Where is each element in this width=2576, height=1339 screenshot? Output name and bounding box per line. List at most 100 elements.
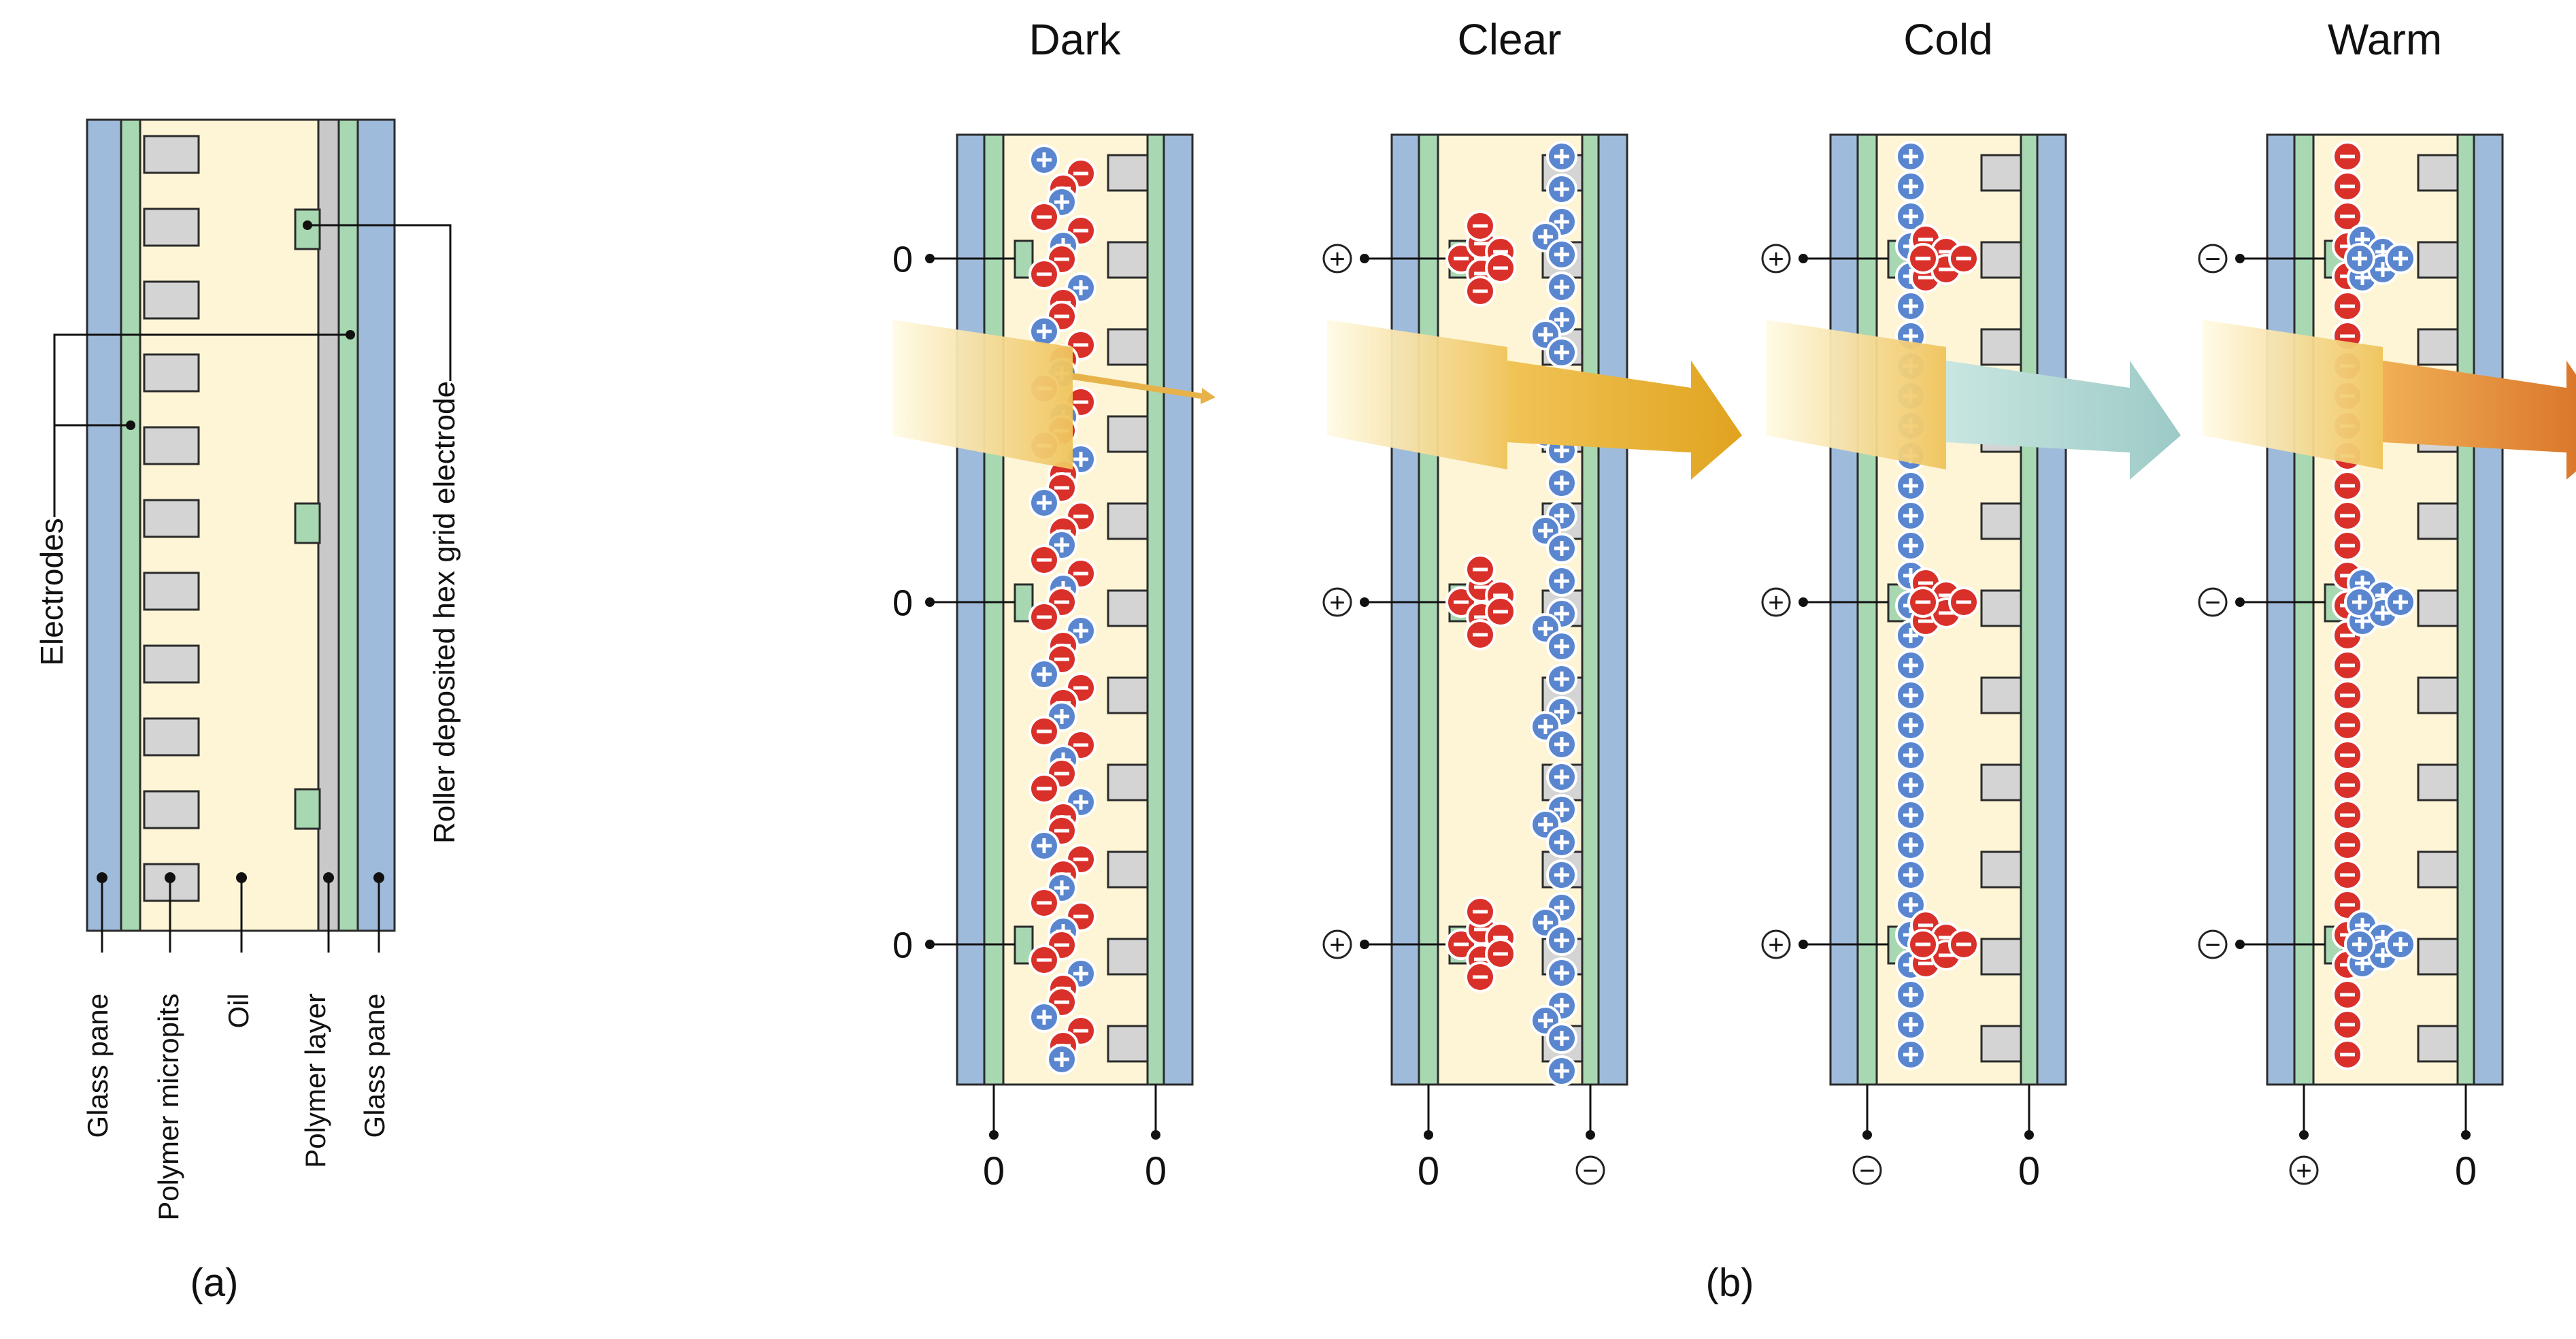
micropit xyxy=(143,208,200,247)
electrode-layer-left xyxy=(2293,133,2315,1086)
glass-pane-left-shape xyxy=(1390,133,1420,1086)
cell-title: Cold xyxy=(1903,15,1993,64)
micropit xyxy=(143,644,200,684)
cell-cold: Cold+++−0 xyxy=(1761,15,2181,1193)
micropit xyxy=(1107,415,1149,453)
label-polymer-layer: Polymer layer xyxy=(299,993,331,1168)
micropit xyxy=(2417,676,2459,714)
incoming-light-block xyxy=(1327,320,1507,469)
leader-line-hex xyxy=(307,224,452,381)
glass-pane-right-shape xyxy=(2473,133,2504,1086)
micropit xyxy=(1107,850,1149,889)
electrode-layer-right xyxy=(2456,133,2475,1086)
voltage-label: 0 xyxy=(983,1149,1005,1193)
micropit xyxy=(143,499,200,538)
hex-grid-electrode-block xyxy=(1014,239,1034,279)
lead-dot xyxy=(2299,1130,2309,1140)
micropit xyxy=(1107,328,1149,366)
micropit xyxy=(1107,763,1149,801)
lead-dot xyxy=(1799,254,1808,263)
micropit xyxy=(1980,938,2022,976)
lead-dot xyxy=(2461,1130,2471,1140)
voltage-label: + xyxy=(1329,244,1345,274)
micropit xyxy=(143,353,200,393)
panel-a: Electrodes Roller deposited hex grid ele… xyxy=(34,118,461,1305)
glass-pane-right-shape xyxy=(2036,133,2067,1086)
label-hex-grid-electrode: Roller deposited hex grid electrode xyxy=(428,381,461,844)
voltage-label: + xyxy=(1768,930,1784,960)
micropit xyxy=(1980,850,2022,889)
voltage-symbol-ring xyxy=(1761,587,1791,617)
voltage-symbol-ring xyxy=(1575,1155,1605,1185)
micropit xyxy=(1980,763,2022,801)
lead-dot xyxy=(1360,254,1369,263)
micropit xyxy=(143,426,200,465)
micropit xyxy=(1107,676,1149,714)
cell-warm: Warm−−−+0 xyxy=(2198,15,2576,1193)
incoming-light-block xyxy=(1766,320,1946,469)
caption-b: (b) xyxy=(1706,1261,1754,1305)
micropit xyxy=(2417,850,2459,889)
micropit xyxy=(143,135,200,174)
electrode-layer-left xyxy=(983,133,1005,1086)
voltage-label: 0 xyxy=(892,925,913,965)
voltage-label: + xyxy=(1329,930,1345,960)
lead-dot xyxy=(925,597,935,607)
electrode-layer-right xyxy=(1146,133,1165,1086)
voltage-label: − xyxy=(2205,930,2220,960)
label-polymer-micropits: Polymer micropits xyxy=(152,993,184,1221)
particles xyxy=(2332,141,2416,1070)
light-arrow xyxy=(1766,320,2181,480)
lead-dot xyxy=(1862,1130,1872,1140)
transmitted-arrow-cold xyxy=(1946,361,2181,480)
voltage-symbol-ring xyxy=(1761,929,1791,959)
voltage-symbol-ring xyxy=(2198,587,2228,617)
micropit xyxy=(1107,1025,1149,1063)
glass-pane-right-shape xyxy=(356,118,396,932)
lead-dot xyxy=(2235,940,2245,949)
micropit xyxy=(1980,154,2022,192)
voltage-symbol-ring xyxy=(1761,244,1791,274)
light-arrow xyxy=(2203,320,2576,480)
glass-pane-right-shape xyxy=(1162,133,1194,1086)
hex-grid-electrode-block xyxy=(294,502,321,544)
incoming-light-block xyxy=(2203,320,2383,469)
transmitted-arrow-thin xyxy=(1073,373,1216,404)
caption-a: (a) xyxy=(190,1261,239,1305)
lead-dot xyxy=(1799,597,1808,607)
micropit xyxy=(2417,938,2459,976)
label-electrodes: Electrodes xyxy=(34,518,69,665)
lead-dot xyxy=(1151,1130,1160,1140)
leader-line-electrodes xyxy=(53,333,350,517)
micropit xyxy=(143,280,200,320)
micropit xyxy=(2417,502,2459,540)
glass-pane-left-shape xyxy=(1829,133,1859,1086)
electrode-layer-right xyxy=(337,118,359,932)
polymer-layer-shape xyxy=(317,118,340,932)
lead-dot xyxy=(2024,1130,2034,1140)
voltage-label: + xyxy=(1768,244,1784,274)
label-glass-pane-right: Glass pane xyxy=(358,993,390,1138)
glass-pane-left-shape xyxy=(86,118,122,932)
voltage-symbol-ring xyxy=(2289,1155,2319,1185)
micropit xyxy=(1107,241,1149,279)
lead-dot xyxy=(925,940,935,949)
voltage-label: − xyxy=(2205,588,2220,618)
micropit xyxy=(2417,589,2459,627)
cell-title: Clear xyxy=(1458,15,1562,64)
lead-dot xyxy=(1360,940,1369,949)
micropit xyxy=(1980,1025,2022,1063)
glass-pane-left-shape xyxy=(956,133,986,1086)
lead-dot xyxy=(925,254,935,263)
voltage-label: − xyxy=(1582,1156,1598,1186)
transmitted-arrow-clear xyxy=(1507,361,1742,480)
cell-title: Warm xyxy=(2328,15,2442,64)
panel-a-structure xyxy=(53,118,452,953)
micropit xyxy=(1980,676,2022,714)
voltage-symbol-ring xyxy=(1322,587,1352,617)
light-arrow xyxy=(1327,320,1742,480)
electrode-layer-right xyxy=(2020,133,2039,1086)
micropit xyxy=(2417,154,2459,192)
voltage-symbol-ring xyxy=(1322,244,1352,274)
